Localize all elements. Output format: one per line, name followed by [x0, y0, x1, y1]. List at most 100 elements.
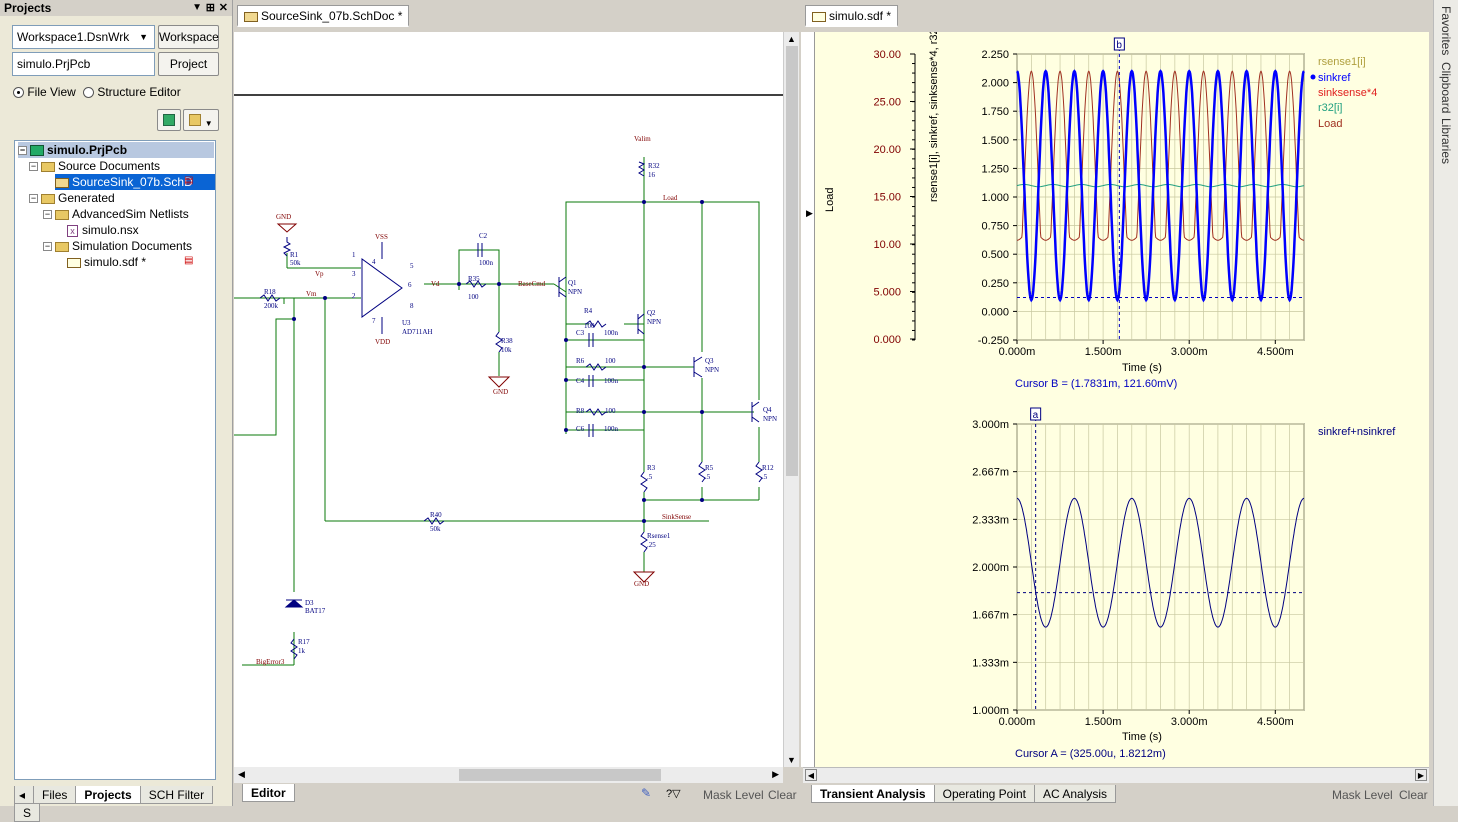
tab-arrows[interactable]: ◂	[14, 786, 35, 804]
filter-icon[interactable]: ?▽	[666, 788, 681, 800]
legend-load[interactable]: Load	[1318, 118, 1342, 130]
plot-1[interactable]: 2.2502.0001.7501.5001.2501.0000.7500.500…	[824, 2, 1378, 390]
mask-level-button[interactable]: Mask Level	[703, 788, 764, 802]
tree-item-source-documents[interactable]: −Source Documents	[29, 158, 160, 174]
collapse-icon[interactable]: −	[29, 193, 38, 204]
plot-1-legend[interactable]: rsense1[i] sinkref sinksense*4 r32[i] Lo…	[1310, 56, 1378, 130]
val-r40: 50k	[430, 525, 441, 533]
scroll-thumb[interactable]	[459, 769, 661, 781]
caret-right-icon[interactable]: ▶	[806, 208, 813, 218]
tree-item-sim-docs[interactable]: −Simulation Documents	[43, 238, 192, 254]
scroll-down-icon[interactable]: ▼	[787, 755, 796, 765]
plot-1-load-axis-label: Load	[824, 188, 836, 212]
side-tab-favorites[interactable]: Favorites	[1439, 6, 1453, 56]
legend-rsense1[interactable]: rsense1[i]	[1318, 56, 1366, 68]
collapse-icon[interactable]: −	[43, 241, 52, 252]
project-options-button[interactable]: ▼	[183, 109, 219, 131]
ref-r4: R4	[584, 307, 593, 315]
tree-item-sdf[interactable]: simulo.sdf *	[67, 254, 146, 270]
scroll-up-icon[interactable]: ▲	[787, 34, 796, 44]
tab-sch-filter[interactable]: SCH Filter	[139, 786, 214, 804]
project-button[interactable]: Project	[158, 52, 219, 76]
close-icon[interactable]: ✕	[218, 2, 228, 14]
schematic-hscroll[interactable]: ◀ ▶	[234, 767, 783, 783]
val-c4: 100n	[604, 377, 619, 385]
y-tick-label: 1.750	[981, 106, 1009, 118]
tree-label: simulo.sdf *	[84, 255, 147, 269]
ref-r3: R3	[647, 464, 656, 472]
legend-sinkref-nsinkref[interactable]: sinkref+nsinkref	[1318, 426, 1396, 438]
mask-level-button[interactable]: Mask Level	[1332, 788, 1393, 802]
tree-label: simulo.nsx	[82, 223, 139, 237]
scroll-left-icon[interactable]: ◀	[805, 769, 817, 781]
sim-doc-tab[interactable]: simulo.sdf *	[805, 5, 899, 27]
x-tick-label: 0.000m	[999, 346, 1036, 358]
workspace-select[interactable]: Workspace1.DsnWrk ▼	[12, 25, 155, 49]
collapse-icon[interactable]: −	[43, 209, 52, 220]
tab-ac-analysis[interactable]: AC Analysis	[1034, 785, 1117, 803]
scroll-right-icon[interactable]: ▶	[1415, 769, 1427, 781]
tab-projects[interactable]: Projects	[75, 786, 141, 804]
val-r8: 100	[605, 407, 616, 415]
tab-overflow[interactable]: S	[14, 804, 41, 822]
y-tick-label: 1.667m	[972, 610, 1009, 622]
schematic-canvas[interactable]: Valim R32 16 Load GND R1 50k VSS VDD C2 …	[234, 32, 783, 767]
val-r1: 50k	[290, 259, 301, 267]
structure-editor-radio[interactable]: Structure Editor	[83, 84, 181, 100]
project-field[interactable]: simulo.PrjPcb	[12, 52, 155, 76]
scroll-thumb[interactable]	[786, 46, 798, 476]
schematic-drawing[interactable]: Valim R32 16 Load GND R1 50k VSS VDD C2 …	[234, 32, 783, 767]
tab-transient-analysis[interactable]: Transient Analysis	[811, 785, 935, 803]
side-tab-libraries[interactable]: Libraries	[1439, 118, 1453, 165]
legend-selected-icon	[1310, 74, 1316, 80]
tree-item-generated[interactable]: − Generated	[29, 190, 115, 206]
cursor-a-flag[interactable]	[1030, 407, 1042, 421]
workspace-button[interactable]: Workspace	[158, 25, 219, 49]
load-tick-label: 20.00	[873, 144, 901, 156]
net-label-load: Load	[663, 194, 678, 202]
sim-hscroll[interactable]: ◀ ▶	[803, 767, 1429, 783]
tree-item-project[interactable]: −simulo.PrjPcb	[18, 142, 214, 158]
file-view-radio[interactable]: File View	[13, 84, 76, 100]
scroll-left-icon[interactable]: ◀	[238, 769, 245, 779]
pin-dropdown-icon[interactable]: ▼	[192, 2, 202, 13]
plot-2[interactable]: 3.000m2.667m2.333m2.000m1.667m1.333m1.00…	[972, 407, 1396, 760]
brush-icon[interactable]: ✎	[641, 786, 652, 800]
project-tree[interactable]: −simulo.PrjPcb −Source Documents SourceS…	[14, 140, 216, 780]
y-tick-label: 1.500	[981, 135, 1009, 147]
legend-r32[interactable]: r32[i]	[1318, 102, 1342, 114]
ref-r1: R1	[290, 251, 299, 259]
stack-icon	[163, 114, 175, 126]
tree-label: Generated	[58, 191, 115, 205]
component-labels: Valim R32 16 Load GND R1 50k VSS VDD C2 …	[256, 135, 777, 666]
clear-button[interactable]: Clear	[768, 788, 797, 802]
side-tab-clipboard[interactable]: Clipboard	[1439, 62, 1453, 114]
vss-label: VSS	[375, 233, 388, 241]
tree-item-schematic[interactable]: SourceSink_07b.SchD	[55, 174, 215, 190]
pin-icon[interactable]: ⊞	[205, 2, 215, 14]
gnd-label: GND	[493, 388, 508, 396]
compile-button[interactable]	[157, 109, 181, 131]
cursor-b-flag[interactable]	[1113, 37, 1125, 51]
collapse-icon[interactable]: −	[29, 161, 38, 172]
schematic-doc-tab[interactable]: SourceSink_07b.SchDoc *	[237, 5, 410, 27]
plot-2-y-ticks: 3.000m2.667m2.333m2.000m1.667m1.333m1.00…	[972, 419, 1017, 717]
scroll-right-icon[interactable]: ▶	[772, 769, 779, 779]
wires	[234, 157, 760, 666]
clear-button[interactable]: Clear	[1399, 788, 1428, 802]
collapse-icon[interactable]: −	[18, 145, 27, 156]
tab-files[interactable]: Files	[33, 786, 77, 804]
chevron-down-icon: ▼	[139, 32, 148, 42]
tab-operating-point[interactable]: Operating Point	[933, 785, 1035, 803]
waveform-plots[interactable]: 2.2502.0001.7501.5001.2501.0000.7500.500…	[815, 2, 1429, 767]
schematic-vscroll[interactable]: ▲ ▼	[783, 32, 799, 767]
legend-sinkref[interactable]: sinkref	[1318, 72, 1351, 84]
tree-item-netlists[interactable]: −AdvancedSim Netlists	[43, 206, 189, 222]
legend-sinksense[interactable]: sinksense*4	[1318, 87, 1377, 99]
cursor-a-marker: a	[1033, 410, 1039, 421]
tab-editor[interactable]: Editor	[242, 784, 295, 802]
